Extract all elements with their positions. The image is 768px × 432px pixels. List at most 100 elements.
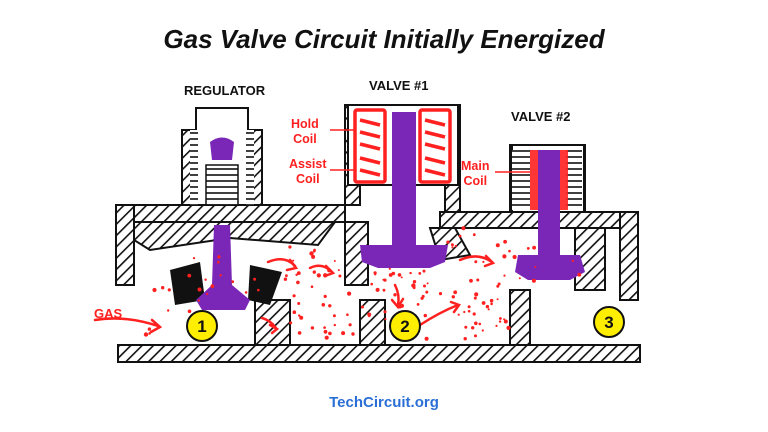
gas-dot	[310, 326, 315, 330]
main-coil-label: Main Coil	[461, 159, 490, 188]
gas-dot	[467, 309, 471, 313]
gas-dot	[496, 298, 499, 301]
gas-dot	[374, 273, 377, 276]
gas-dot	[292, 310, 297, 315]
gas-dot	[297, 331, 302, 335]
gas-dot	[420, 296, 424, 300]
gas-dot	[332, 314, 336, 318]
gas-dot	[244, 291, 248, 294]
valve1-label: VALVE #1	[369, 78, 429, 93]
gas-dot	[571, 259, 574, 262]
gas-dot	[299, 315, 304, 320]
gas-dot	[361, 305, 364, 309]
regulator-seat	[170, 262, 282, 305]
gas-dot	[217, 260, 220, 264]
gas-dot	[348, 323, 352, 327]
gas-dot	[388, 267, 391, 270]
gas-dot	[231, 280, 235, 284]
gas-dot	[423, 313, 427, 318]
gas-dot	[297, 302, 301, 305]
gas-dot	[526, 247, 530, 250]
gas-dot	[461, 226, 466, 231]
gas-dot	[495, 243, 500, 248]
gas-dot	[418, 272, 422, 275]
regulator-label: REGULATOR	[184, 83, 266, 98]
svg-text:2: 2	[400, 317, 409, 336]
gas-dot	[457, 313, 460, 316]
gas-dot	[328, 331, 332, 336]
marker-1: 1	[186, 310, 218, 342]
gas-dot	[288, 245, 292, 249]
gas-dot	[388, 273, 393, 277]
gas-dot	[204, 278, 207, 281]
gas-dot	[347, 291, 352, 296]
gas-dot	[333, 323, 336, 327]
gas-dot	[423, 284, 426, 288]
gas-dot	[464, 325, 468, 329]
svg-text:1: 1	[197, 317, 206, 336]
gas-dot	[382, 278, 385, 281]
gas-dot	[338, 274, 342, 278]
gas-dot	[346, 313, 349, 317]
gas-dot	[472, 233, 476, 237]
gas-dot	[454, 244, 457, 248]
gas-dot	[295, 273, 298, 276]
gas-dot	[285, 274, 288, 278]
gas-dot	[161, 286, 165, 290]
assist-coil-label: Assist Coil	[289, 157, 327, 186]
inlet-arrow	[93, 317, 160, 328]
gas-dot	[143, 332, 149, 337]
marker-3: 3	[593, 306, 625, 338]
gas-dot	[463, 310, 466, 314]
gas-dot	[382, 288, 386, 292]
gas-dot	[309, 251, 314, 256]
gas-dot	[298, 314, 301, 317]
gas-dot	[463, 337, 467, 341]
svg-text:3: 3	[604, 313, 613, 332]
gas-dot	[375, 287, 380, 292]
gas-dot	[425, 290, 429, 294]
gas-dot	[400, 276, 403, 279]
gas-dot	[503, 319, 508, 324]
gas-dot	[412, 286, 416, 290]
gas-dot	[481, 329, 484, 332]
valve1-plunger	[360, 112, 448, 268]
gas-dot	[312, 270, 316, 274]
gas-dot	[316, 273, 321, 278]
gas-dot	[481, 301, 486, 305]
gas-dot	[257, 288, 260, 292]
gas-dot	[508, 249, 511, 253]
gas-dot	[167, 288, 171, 292]
gas-dot	[341, 331, 346, 336]
gas-dot	[206, 292, 209, 296]
gas-dot	[474, 334, 477, 338]
gas-dot	[496, 284, 500, 288]
valve2-label: VALVE #2	[511, 109, 571, 124]
gas-label: GAS	[94, 306, 123, 321]
gas-dot	[197, 287, 202, 292]
gas-dot	[321, 303, 326, 307]
gas-dot	[471, 326, 475, 330]
gas-dot	[422, 269, 426, 273]
gas-dot	[485, 304, 490, 309]
gas-dot	[310, 285, 314, 289]
gas-dot	[489, 298, 494, 303]
gas-dot	[368, 314, 371, 318]
gas-dot	[467, 305, 471, 309]
gas-dot	[503, 274, 506, 277]
gas-dot	[311, 254, 316, 259]
gas-dot	[426, 282, 429, 285]
gas-dot	[476, 278, 480, 282]
gas-dot	[409, 271, 412, 275]
gas-dot	[167, 309, 170, 312]
gas-dot	[503, 239, 507, 244]
gas-dot	[499, 317, 502, 320]
gas-dot	[497, 282, 501, 286]
gas-dot	[474, 292, 479, 297]
gas-dot	[506, 325, 511, 330]
gas-dot	[469, 278, 473, 283]
valve2-plunger	[515, 150, 585, 280]
gas-dot	[192, 257, 196, 260]
gas-dot	[478, 322, 482, 326]
regulator-plunger	[196, 137, 250, 310]
